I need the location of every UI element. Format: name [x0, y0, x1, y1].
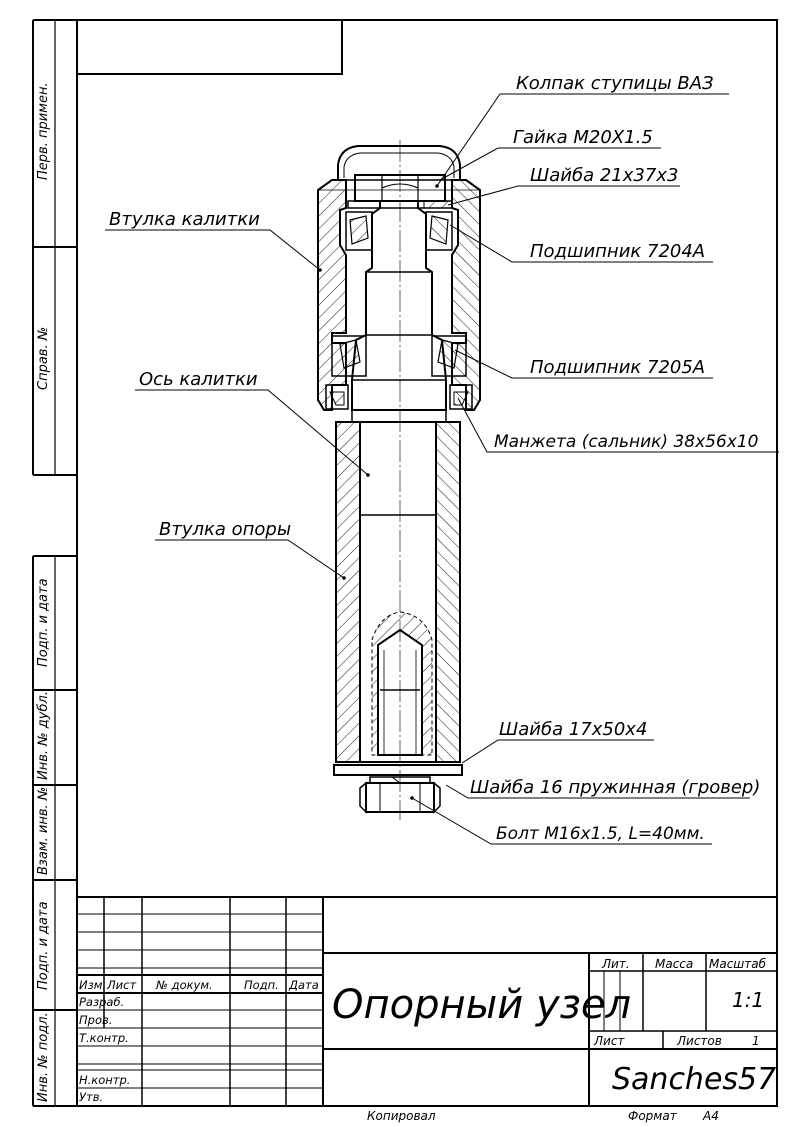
tb-lit: Лит.: [601, 957, 630, 971]
support-bushing: [335, 410, 461, 763]
tb-listov-label: Листов: [676, 1034, 722, 1048]
tb-t-kontr: Т.контр.: [79, 1031, 129, 1045]
tb-podp: Подп.: [244, 978, 279, 992]
bolt-m16-section: [371, 611, 433, 756]
label-podshipnik-7204: Подшипник 7204А: [530, 241, 705, 262]
label-shaiba-grover: Шайба 16 пружинная (гровер): [470, 777, 760, 798]
label-podshipnik-7205: Подшипник 7205А: [530, 357, 705, 378]
inv-podl-label: Инв. № подл.: [36, 1012, 51, 1102]
leader-dots: [318, 184, 439, 800]
bearing-7204a: [345, 211, 453, 251]
tb-org: Sanches57: [612, 1062, 776, 1097]
bearing-7205a: [331, 335, 467, 377]
tb-prov: Пров.: [79, 1013, 112, 1027]
sprav-no-label: Справ. №: [36, 327, 51, 390]
left-strip: Перв. примен. Справ. № Подп. и дата Инв.…: [32, 19, 77, 1107]
tb-masshtab: Масштаб: [709, 957, 767, 971]
tb-no-dokum: № докум.: [155, 978, 213, 992]
hub-cap: [337, 145, 461, 181]
podp-data-label-2: Подп. и дата: [36, 901, 51, 990]
tb-data: Дата: [288, 978, 319, 992]
tb-scale: 1:1: [732, 988, 764, 1012]
leader-lines: [105, 93, 779, 845]
format-value: А4: [702, 1109, 719, 1123]
callout-labels: Колпак ступицы ВАЗ Гайка М20Х1.5 Шайба 2…: [109, 73, 760, 844]
seal-38x56x10: [325, 384, 473, 410]
podp-data-label-1: Подп. и дата: [36, 578, 51, 667]
label-shaiba-top: Шайба 21х37х3: [530, 165, 678, 186]
washer-17x50x4: [333, 764, 463, 776]
perv-primen-label: Перв. примен.: [36, 82, 51, 180]
vzam-inv-label: Взам. инв. №: [36, 787, 51, 875]
tb-utv: Утв.: [79, 1090, 103, 1104]
inv-dubl-label: Инв. № дубл.: [36, 691, 51, 780]
tb-name: Опорный узел: [332, 982, 631, 1028]
label-shaiba-17: Шайба 17х50х4: [499, 719, 647, 740]
bolt-head: [359, 781, 441, 814]
tb-n-kontr: Н.контр.: [79, 1073, 130, 1087]
label-bolt: Болт М16х1.5, L=40мм.: [496, 824, 705, 844]
tb-list: Лист: [106, 978, 136, 992]
label-os-kalitki: Ось калитки: [139, 369, 258, 390]
kopiroval-label: Копировал: [367, 1109, 436, 1123]
tb-razrab: Разраб.: [79, 995, 124, 1009]
tb-list-label: Лист: [593, 1034, 625, 1048]
format-label: Формат: [628, 1109, 678, 1123]
tb-listov-value: 1: [752, 1034, 760, 1048]
gate-shaft: [351, 201, 447, 411]
title-block: Изм. Лист № докум. Подп. Дата Разраб. Пр…: [77, 896, 777, 1107]
label-kolpak: Колпак ступицы ВАЗ: [516, 73, 714, 94]
label-manzheta: Манжета (сальник) 38х56х10: [494, 432, 758, 452]
label-gaika: Гайка М20Х1.5: [513, 127, 653, 148]
gate-bushing: [317, 179, 481, 411]
label-vtulka-opory: Втулка опоры: [159, 519, 291, 540]
tb-izm: Изм.: [79, 978, 106, 992]
label-vtulka-kalitki: Втулка калитки: [109, 209, 260, 230]
tb-massa: Масса: [655, 957, 693, 971]
